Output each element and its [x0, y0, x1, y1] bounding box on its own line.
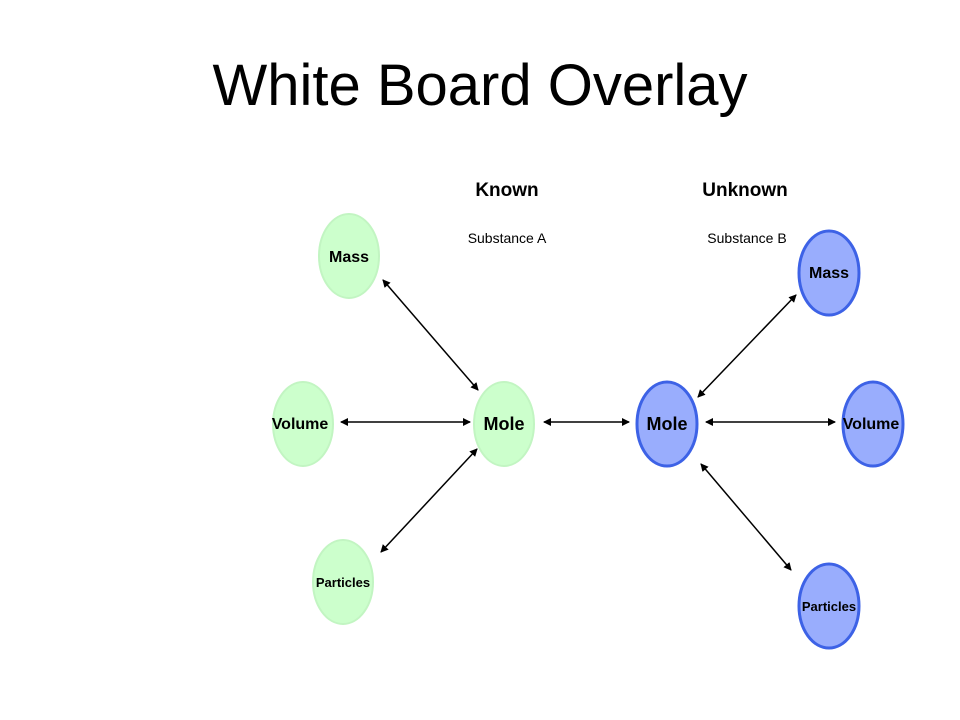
known-mole-label: Mole — [483, 414, 524, 434]
known-mole-node — [473, 381, 535, 467]
unknown-mass-node — [797, 229, 861, 317]
known-particles-node — [312, 539, 374, 625]
substance-b-label: Substance B — [707, 230, 787, 246]
known-volume-node — [272, 381, 334, 467]
unknown-volume-node — [841, 380, 905, 468]
unknown-particles-label: Particles — [802, 599, 856, 614]
known-header: Known — [475, 180, 539, 201]
arrow-known-particles-mole — [380, 448, 478, 553]
unknown-mole-node — [635, 380, 699, 468]
arrow-known-mass-mole — [382, 279, 479, 391]
unknown-volume-label: Volume — [843, 416, 900, 433]
substance-a-label: Substance A — [467, 230, 547, 246]
arrow-unknown-mole-mass — [697, 294, 797, 398]
unknown-mass-label: Mass — [809, 265, 849, 282]
known-mass-node — [318, 213, 380, 299]
known-mass-label: Mass — [329, 249, 369, 266]
known-particles-label: Particles — [316, 575, 370, 590]
unknown-particles-node — [797, 562, 861, 650]
slide-title: White Board Overlay — [212, 53, 748, 118]
known-volume-label: Volume — [272, 416, 329, 433]
unknown-mole-label: Mole — [646, 414, 687, 434]
arrow-unknown-mole-particles — [700, 463, 792, 571]
unknown-header: Unknown — [702, 180, 788, 201]
